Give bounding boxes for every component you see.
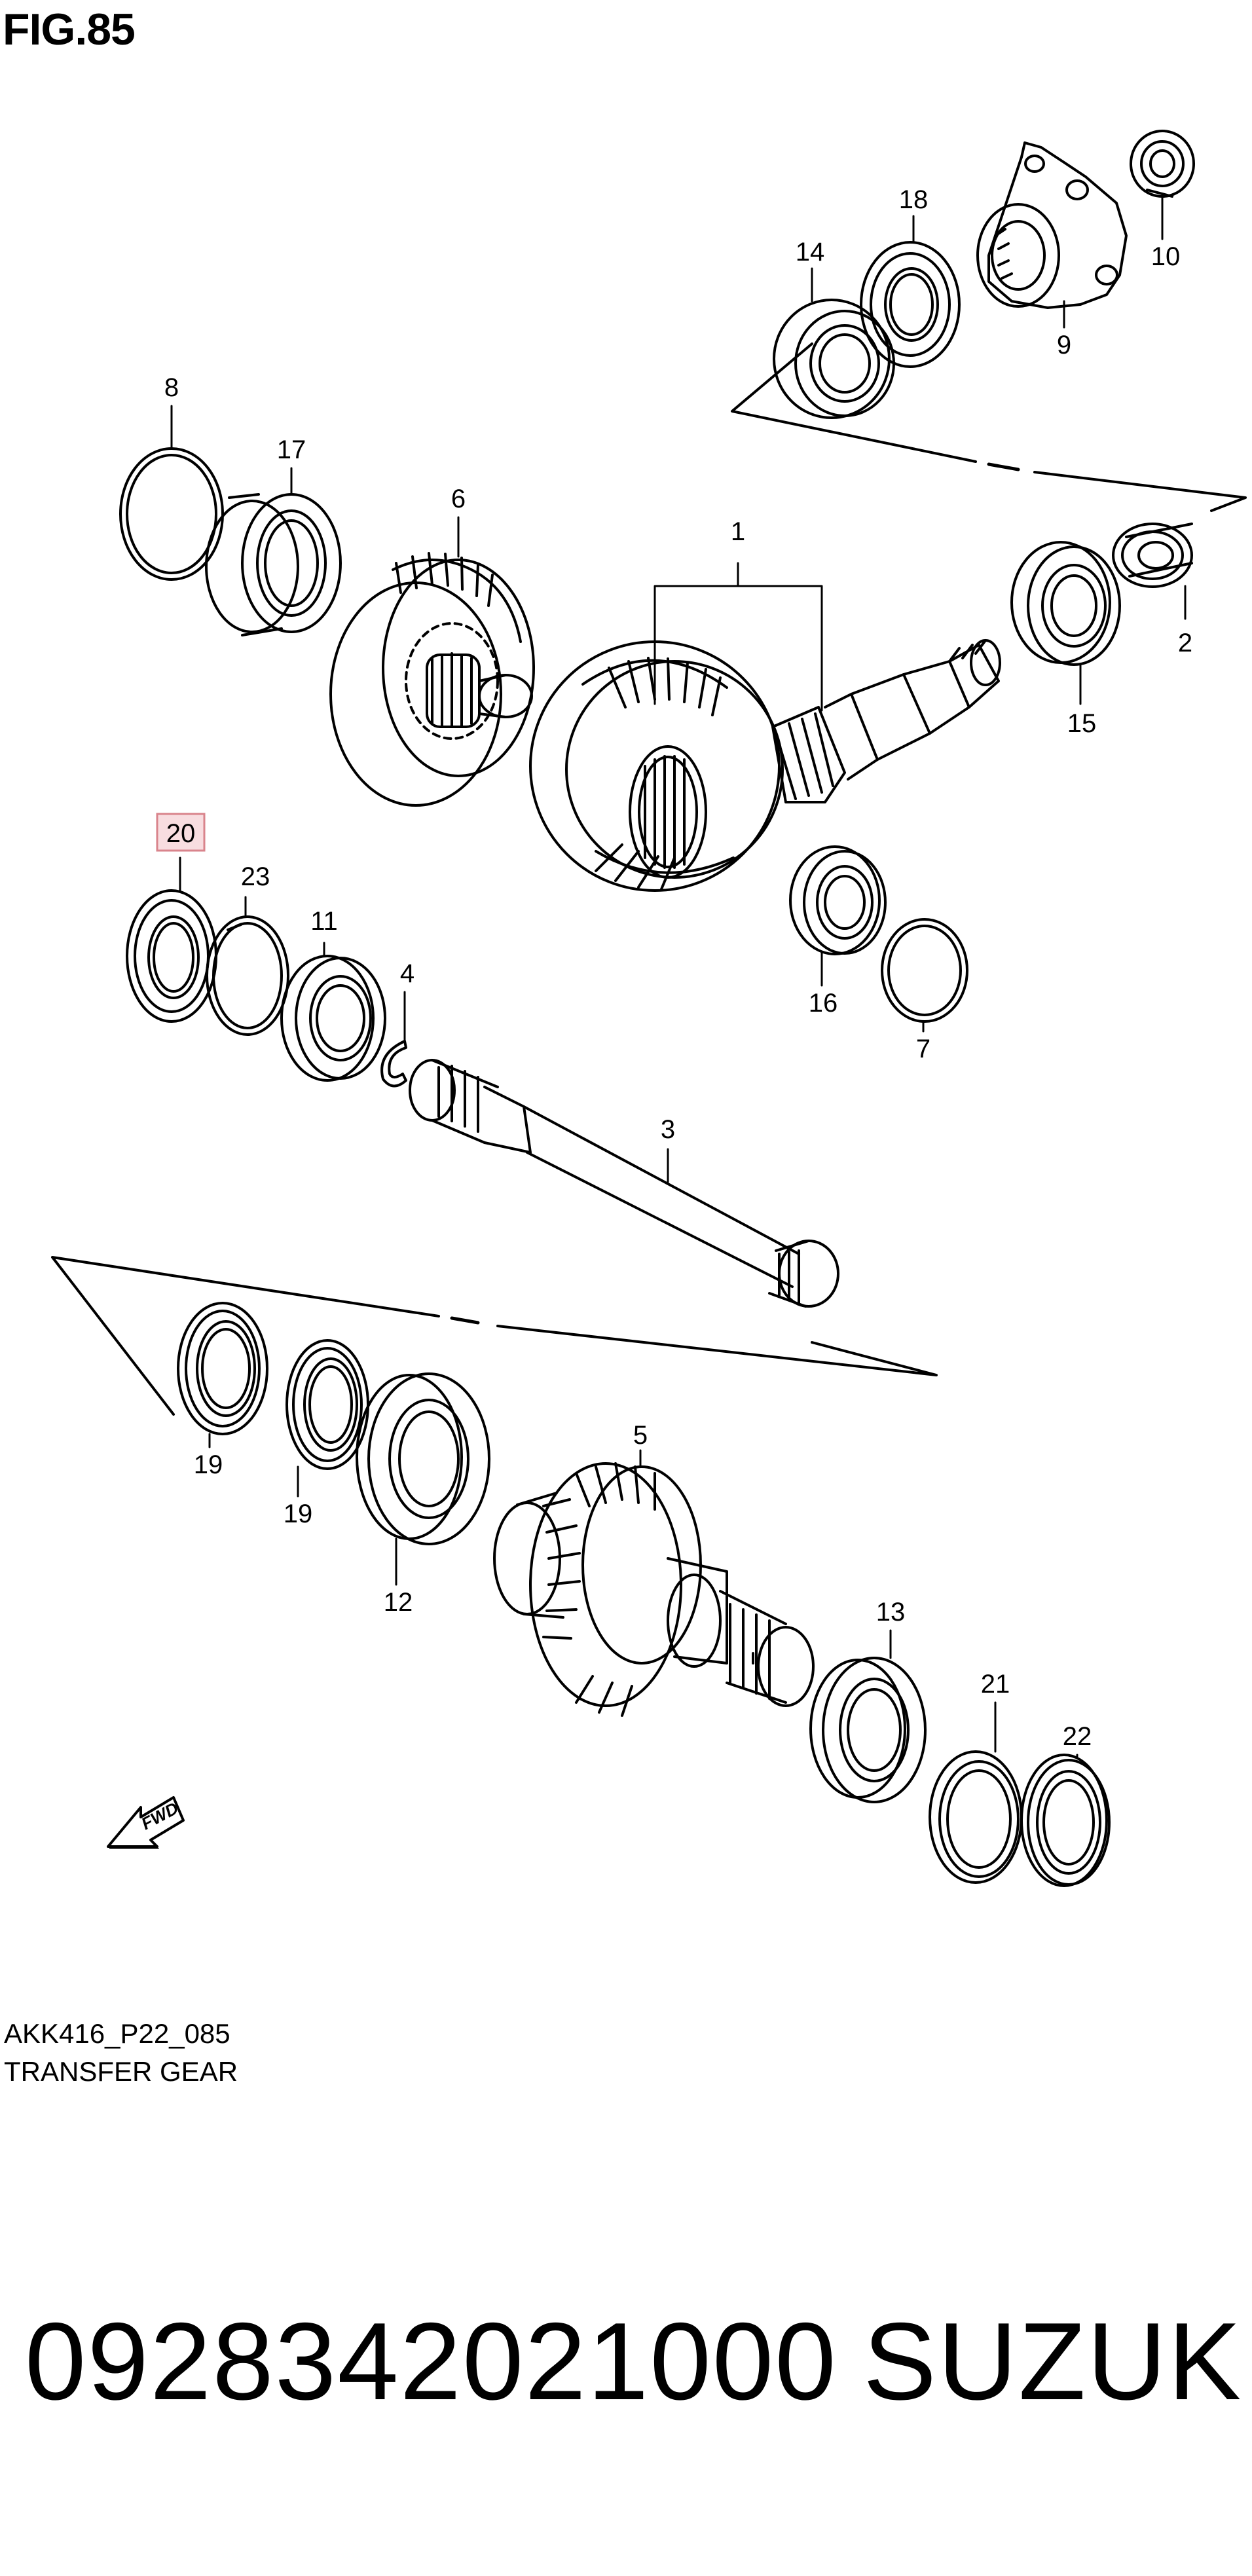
exploded-view-drawing: FWD 1 2 3 4 5 6 7 8 9 10 11 12 13 14 15 … — [51, 130, 1247, 1887]
drawing-code: AKK416_P22_085 — [4, 2018, 230, 2049]
callout-6: 6 — [451, 485, 466, 513]
part-18-oil-seal — [860, 241, 961, 368]
part-21-ring — [929, 1750, 1023, 1884]
callout-20: 20 — [166, 819, 196, 848]
callout-1: 1 — [731, 517, 745, 546]
callout-8: 8 — [164, 373, 179, 402]
parts-diagram: FIG.85 — [3, 5, 1247, 2087]
callout-22: 22 — [1063, 1722, 1092, 1751]
figure-title: FIG.85 — [3, 5, 136, 54]
part-15-bearing — [1010, 541, 1121, 666]
part-3-shaft — [409, 1059, 839, 1308]
callout-7: 7 — [916, 1035, 930, 1063]
highlight-box — [156, 813, 206, 852]
part-13-bearing — [809, 1657, 927, 1803]
callout-15: 15 — [1067, 709, 1097, 738]
assembly-guide-lines — [51, 342, 1247, 1416]
leader-lines — [170, 194, 1187, 1759]
part-20-oil-seal — [126, 889, 217, 1023]
part-19-seal-a — [177, 1302, 268, 1435]
part-19-seal-b — [285, 1339, 369, 1470]
callout-4: 4 — [400, 959, 414, 988]
part-1-ring-gear-set — [529, 639, 1001, 892]
callout-11: 11 — [310, 907, 338, 936]
callout-19a: 19 — [194, 1450, 223, 1479]
part-7-ring — [881, 918, 968, 1023]
callout-16: 16 — [809, 989, 838, 1018]
fwd-arrow-icon: FWD — [107, 1796, 185, 1849]
callout-12: 12 — [384, 1588, 413, 1617]
callout-13: 13 — [876, 1598, 906, 1627]
part-number: 0928342021000 — [25, 2300, 838, 2423]
callout-3: 3 — [661, 1115, 675, 1144]
part-17-bearing — [205, 493, 342, 636]
part-1-bracket — [654, 562, 823, 712]
callout-17: 17 — [277, 435, 306, 464]
part-6-gear — [329, 552, 535, 807]
callout-21: 21 — [981, 1670, 1010, 1699]
part-23-ring — [206, 915, 289, 1036]
callout-9: 9 — [1057, 331, 1071, 359]
part-16-bearing — [789, 845, 887, 955]
part-12-bearing — [356, 1372, 490, 1545]
callout-10: 10 — [1151, 242, 1181, 271]
part-22-oil-seal — [1020, 1754, 1111, 1887]
figure-caption: TRANSFER GEAR — [4, 2056, 238, 2087]
part-5-counter-gear — [493, 1462, 815, 1717]
part-10-nut — [1130, 130, 1195, 198]
part-11-bearing — [280, 955, 386, 1082]
callout-2: 2 — [1178, 629, 1192, 657]
part-4-circlip — [380, 1040, 407, 1088]
callout-18: 18 — [899, 185, 929, 214]
part-2-collar — [1112, 523, 1193, 588]
callout-numbers: 1 2 3 4 5 6 7 8 9 10 11 12 13 14 15 16 1… — [164, 185, 1192, 1751]
callout-5: 5 — [633, 1421, 648, 1450]
part-9-flange — [976, 141, 1128, 309]
callout-23: 23 — [241, 862, 270, 891]
part-14-bearing — [773, 299, 895, 419]
callout-14: 14 — [796, 238, 825, 267]
callout-19b: 19 — [284, 1500, 313, 1528]
brand-name: SUZUKI — [863, 2300, 1252, 2423]
